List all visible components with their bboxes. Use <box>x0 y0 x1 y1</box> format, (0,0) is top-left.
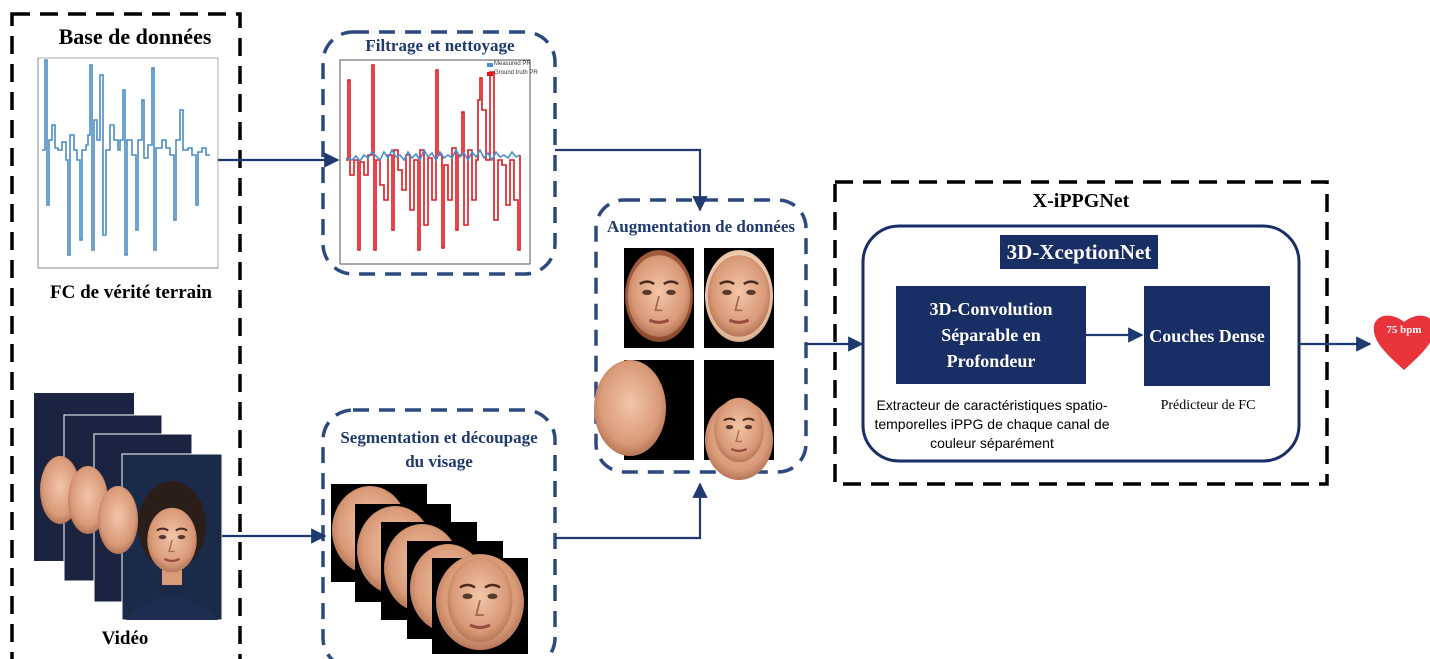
segmentation-title-line1: Segmentation et découpage <box>340 428 538 447</box>
conv-block-line1: 3D-Convolution <box>929 299 1053 319</box>
conv-block-line2: Séparable en <box>941 325 1041 345</box>
video-frames-stack <box>34 393 223 621</box>
arrow-segment-to-augment <box>555 482 708 540</box>
conv-caption-line1: Extracteur de caractéristiques spatio- <box>876 397 1108 413</box>
model-panel <box>833 180 1329 486</box>
segmentation-title-line2: du visage <box>405 452 473 471</box>
database-title: Base de données <box>58 24 212 49</box>
legend-measured: Measured PR <box>494 61 531 67</box>
filtered-signal-plot <box>339 59 531 265</box>
bpm-label: 75 bpm <box>1386 324 1422 336</box>
conv-block: 3D-Convolution Séparable en Profondeur <box>896 286 1086 384</box>
ground-truth-caption: FC de vérité terrain <box>50 282 212 303</box>
segmented-faces-stack <box>331 484 528 654</box>
video-caption: Vidéo <box>101 628 149 649</box>
backbone-label: 3D-XceptionNet <box>1000 235 1158 269</box>
augmentation-title: Augmentation de données <box>607 217 795 236</box>
augmentation-panel <box>594 198 808 474</box>
filtering-title: Filtrage et nettoyage <box>365 36 515 55</box>
legend-ground-truth: Ground truth PR <box>494 70 538 76</box>
conv-caption-line2: temporelles iPPG de chaque canal de <box>874 416 1110 432</box>
arrow-filter-to-augment <box>555 148 708 212</box>
heart-icon <box>1373 315 1430 370</box>
conv-block-line3: Profondeur <box>946 351 1036 371</box>
dense-caption: Prédicteur de FC <box>1160 398 1256 413</box>
database-panel <box>10 12 242 659</box>
ground-truth-hr-plot <box>37 57 219 269</box>
model-title: X-iPPGNet <box>1032 190 1130 212</box>
conv-caption: Extracteur de caractéristiques spatio- t… <box>862 396 1122 453</box>
filtering-panel <box>321 30 557 276</box>
conv-caption-line3: couleur séparément <box>930 435 1054 451</box>
dense-block: Couches Dense <box>1144 286 1270 386</box>
augmented-faces-grid <box>594 248 774 480</box>
